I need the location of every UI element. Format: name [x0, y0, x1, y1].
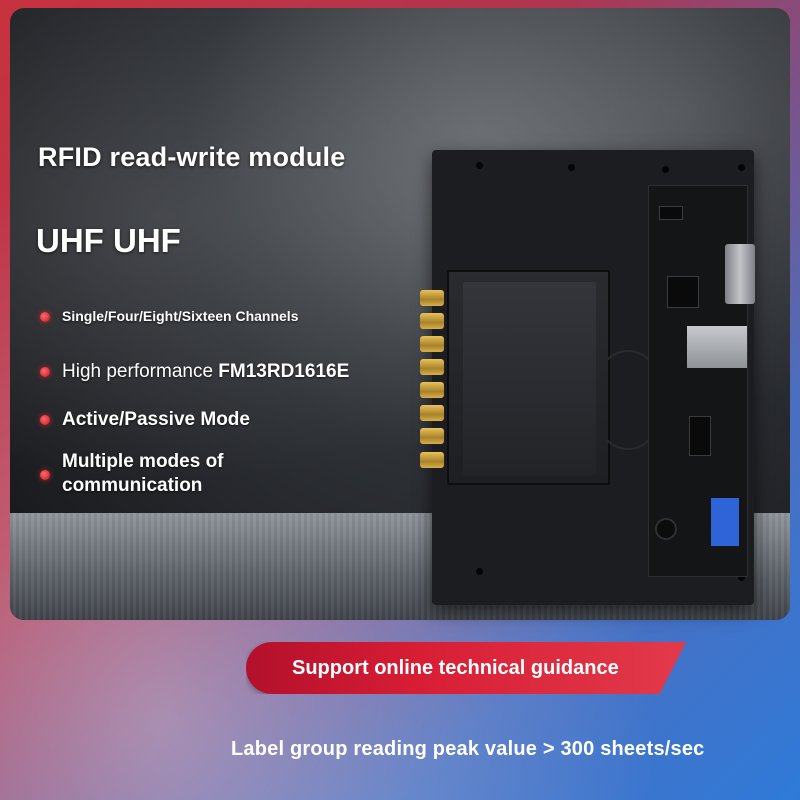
control-board [648, 185, 755, 577]
feature-channels: Single/Four/Eight/Sixteen Channels [40, 308, 298, 324]
page-subtitle: UHF UHF [36, 222, 181, 259]
sma-antenna-port [420, 290, 444, 306]
serial-port [725, 244, 755, 304]
sma-antenna-port [420, 428, 444, 444]
sma-antenna-port [420, 313, 444, 329]
mcu-chip [667, 276, 699, 308]
board-chip [659, 206, 683, 220]
feature-mode-label: Active/Passive Mode [62, 409, 250, 430]
board-chip [689, 416, 711, 456]
red-dot-icon [40, 415, 50, 425]
feature-channels-label: Single/Four/Eight/Sixteen Channels [62, 308, 299, 324]
mount-hole [476, 568, 483, 575]
red-dot-icon [40, 312, 50, 322]
feature-mode: Active/Passive Mode [40, 409, 250, 431]
mount-hole [738, 574, 745, 581]
guidance-banner-text: Support online technical guidance [292, 657, 619, 679]
sma-antenna-port [420, 336, 444, 352]
performance-prefix: High performance [62, 361, 219, 382]
mount-hole [738, 164, 745, 171]
mount-hole [476, 162, 483, 169]
feature-communication-label: Multiple modes of communication [62, 451, 224, 496]
sma-antenna-port [420, 382, 444, 398]
feature-communication: Multiple modes of communication [40, 450, 282, 498]
rfid-module [447, 270, 610, 485]
feature-performance-label: High performance FM13RD1616E [62, 361, 349, 383]
red-dot-icon [40, 367, 50, 377]
ethernet-port [687, 326, 747, 368]
red-dot-icon [40, 470, 50, 480]
sma-antenna-port [420, 452, 444, 468]
footer-caption: Label group reading peak value > 300 she… [231, 738, 705, 760]
sma-antenna-port [420, 405, 444, 421]
sma-antenna-port [420, 359, 444, 375]
buzzer [655, 518, 677, 540]
mount-hole [662, 166, 669, 173]
mount-hole [568, 164, 575, 171]
guidance-banner [246, 642, 686, 694]
feature-performance: High performance FM13RD1616E [40, 361, 349, 383]
module-shield [463, 282, 596, 475]
performance-chip: FM13RD1616E [218, 361, 350, 382]
page-title: RFID read-write module [38, 142, 346, 172]
terminal-block [711, 498, 739, 546]
